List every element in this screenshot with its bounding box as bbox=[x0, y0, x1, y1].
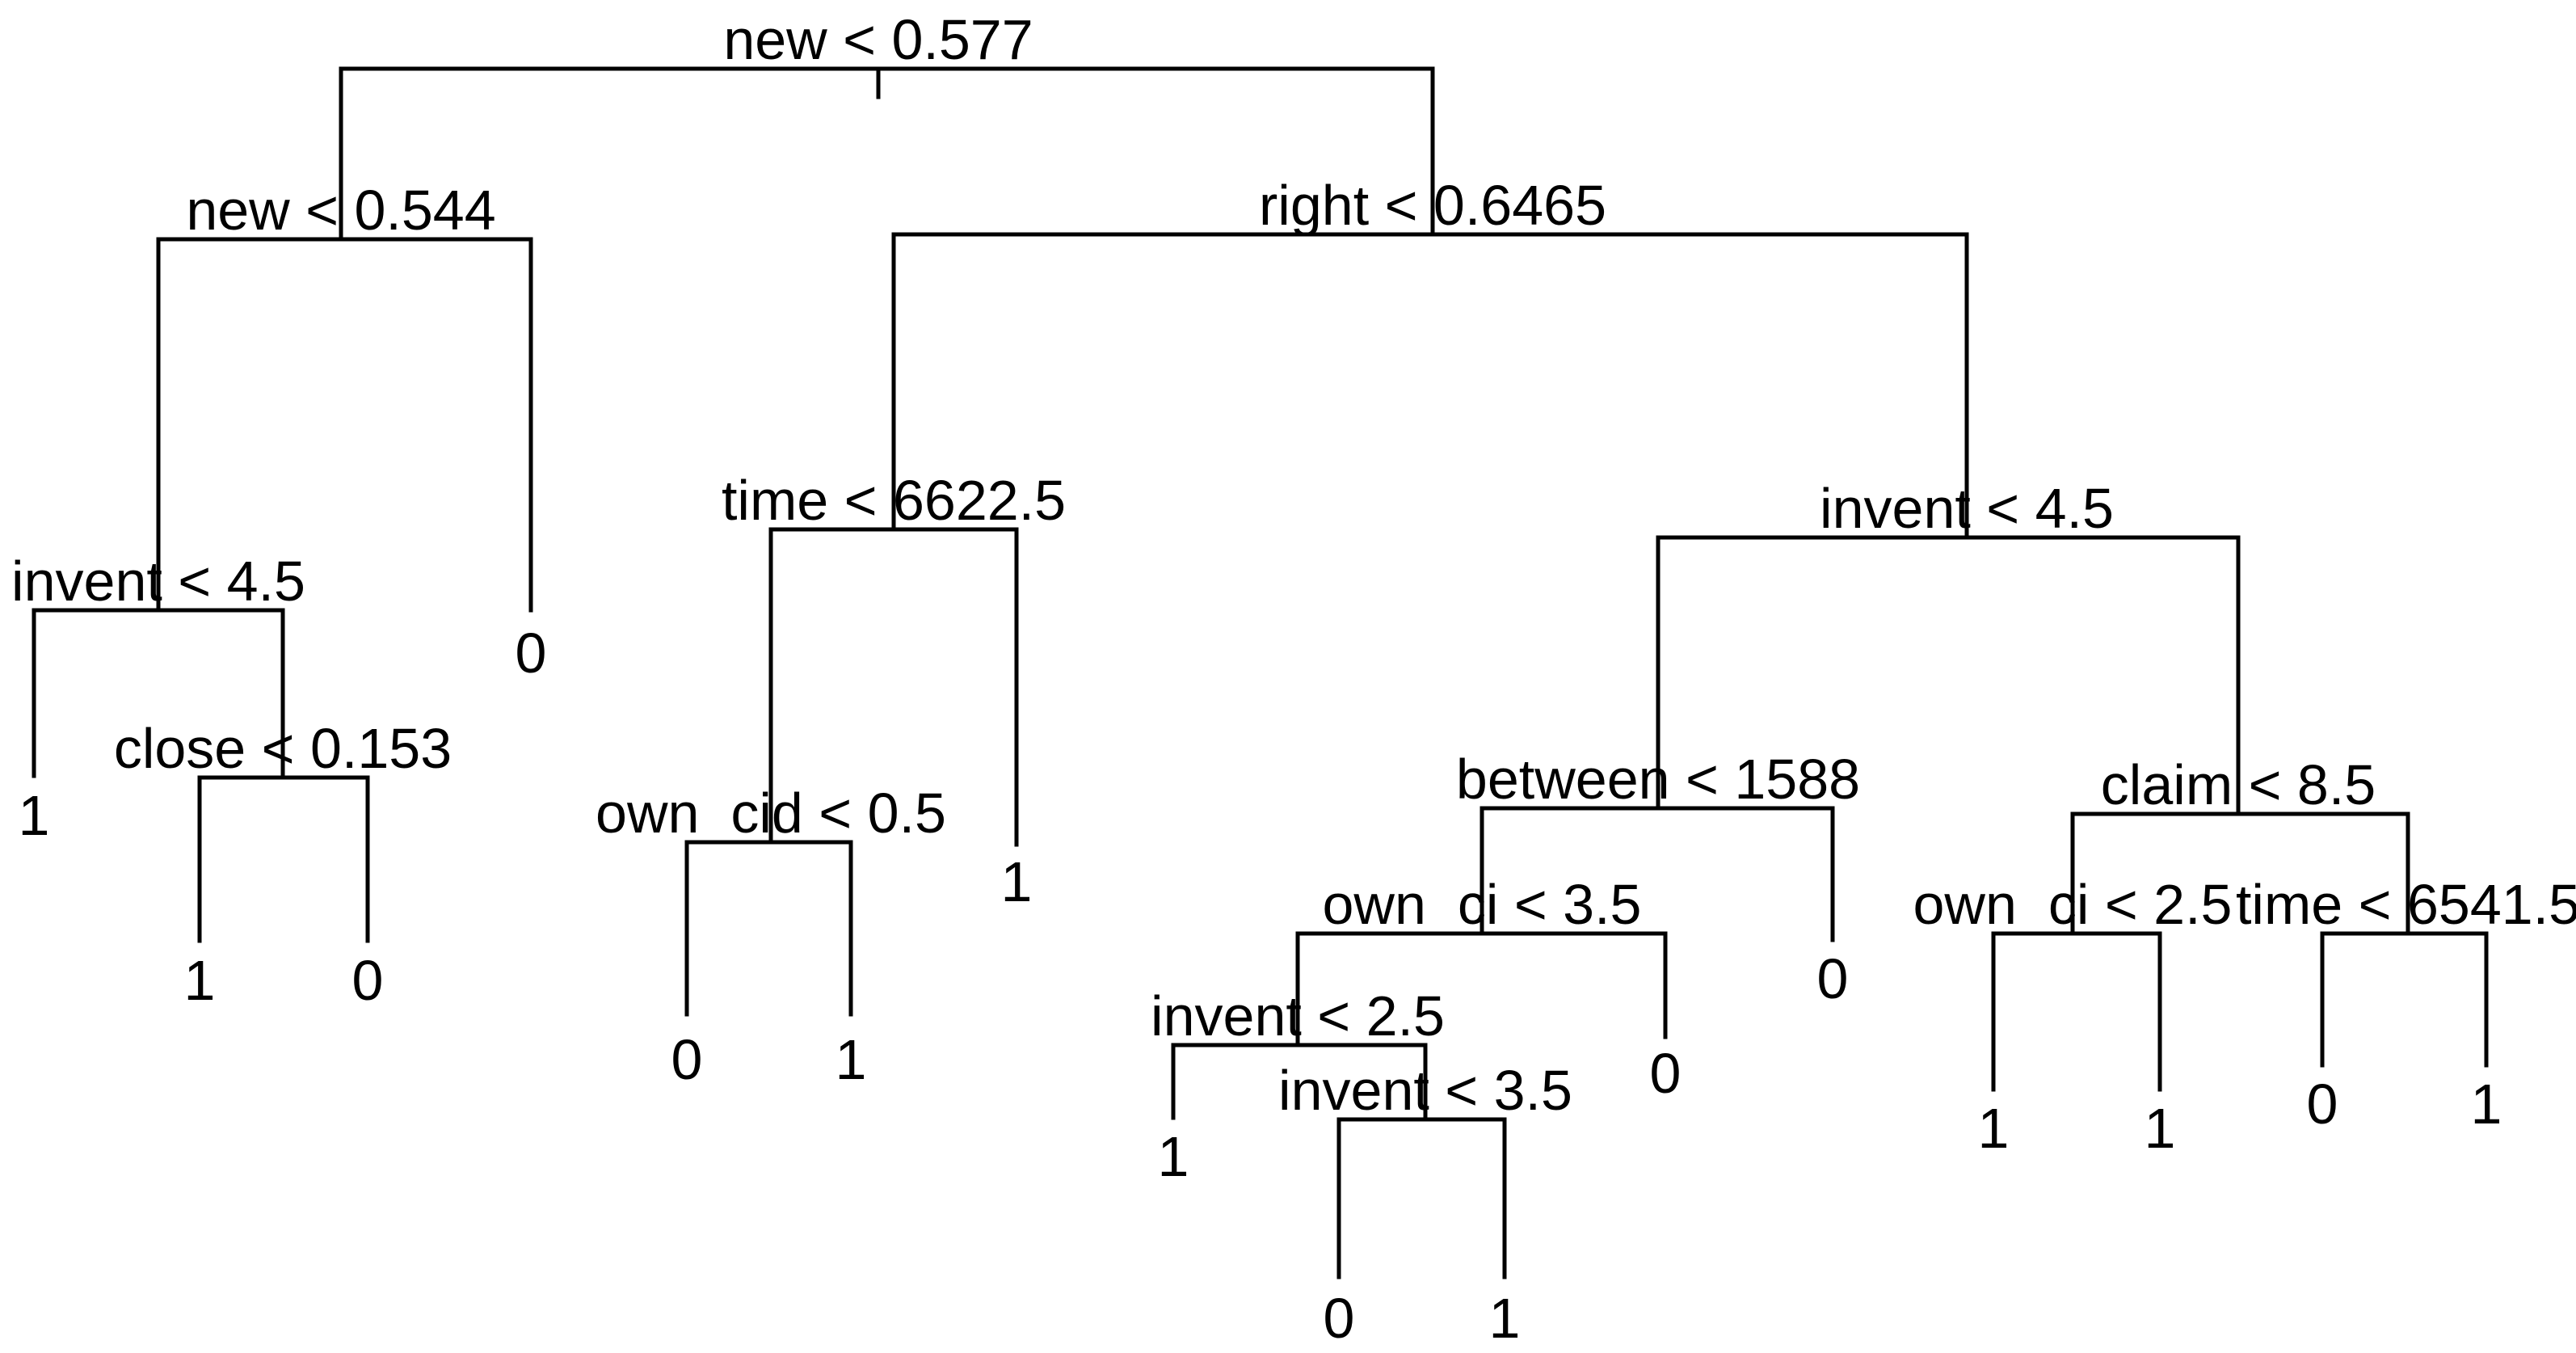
split-label-time-65415: time < 6541.5 bbox=[2236, 873, 2576, 936]
leaf-label-leaf-owncid-left: 0 bbox=[671, 1028, 703, 1091]
leaf-label-leaf-invent25-left: 1 bbox=[1158, 1125, 1189, 1188]
split-label-new-0544: new < 0.544 bbox=[186, 179, 495, 242]
split-label-invent-35: invent < 3.5 bbox=[1278, 1059, 1572, 1122]
split-label-invent-45-left: invent < 4.5 bbox=[11, 550, 305, 613]
leaf-label-leaf-invent35-left: 0 bbox=[1324, 1287, 1355, 1350]
split-label-close-0153: close < 0.153 bbox=[114, 717, 452, 780]
split-label-between-1588: between < 1588 bbox=[1456, 748, 1860, 811]
split-label-own_ci-25: own_ci < 2.5 bbox=[1913, 873, 2233, 936]
split-label-claim-85: claim < 8.5 bbox=[2101, 753, 2376, 816]
leaf-label-leaf-ownci25-left: 1 bbox=[1978, 1097, 2010, 1160]
leaf-label-leaf-invent35-right: 1 bbox=[1489, 1287, 1521, 1350]
split-label-new-0577: new < 0.577 bbox=[723, 8, 1033, 71]
leaf-label-leaf-close-left: 1 bbox=[184, 949, 216, 1012]
split-label-invent-25: invent < 2.5 bbox=[1151, 984, 1445, 1047]
split-label-own_cid-05: own_cid < 0.5 bbox=[596, 782, 946, 845]
leaf-label-leaf-close-right: 0 bbox=[352, 949, 384, 1012]
leaf-label-leaf-time65415-left: 0 bbox=[2307, 1073, 2338, 1136]
split-label-own_ci-35: own_ci < 3.5 bbox=[1323, 873, 1642, 936]
split-label-time-66225: time < 6622.5 bbox=[722, 469, 1066, 532]
leaf-label-leaf-time66225-right: 1 bbox=[1001, 850, 1033, 913]
leaf-label-leaf-time65415-right: 1 bbox=[2471, 1073, 2502, 1136]
leaf-label-leaf-between-right: 0 bbox=[1817, 947, 1849, 1010]
leaf-label-leaf-new0544-right: 0 bbox=[516, 622, 547, 685]
split-label-invent-45-right: invent < 4.5 bbox=[1820, 477, 2114, 540]
leaf-label-leaf-invent45L-left: 1 bbox=[19, 784, 50, 847]
leaf-label-leaf-ownci25-right: 1 bbox=[2145, 1097, 2176, 1160]
leaf-label-leaf-ownci35-right: 0 bbox=[1650, 1042, 1682, 1105]
leaf-label-leaf-owncid-right: 1 bbox=[836, 1028, 867, 1091]
split-label-right-06465: right < 0.6465 bbox=[1259, 174, 1606, 237]
